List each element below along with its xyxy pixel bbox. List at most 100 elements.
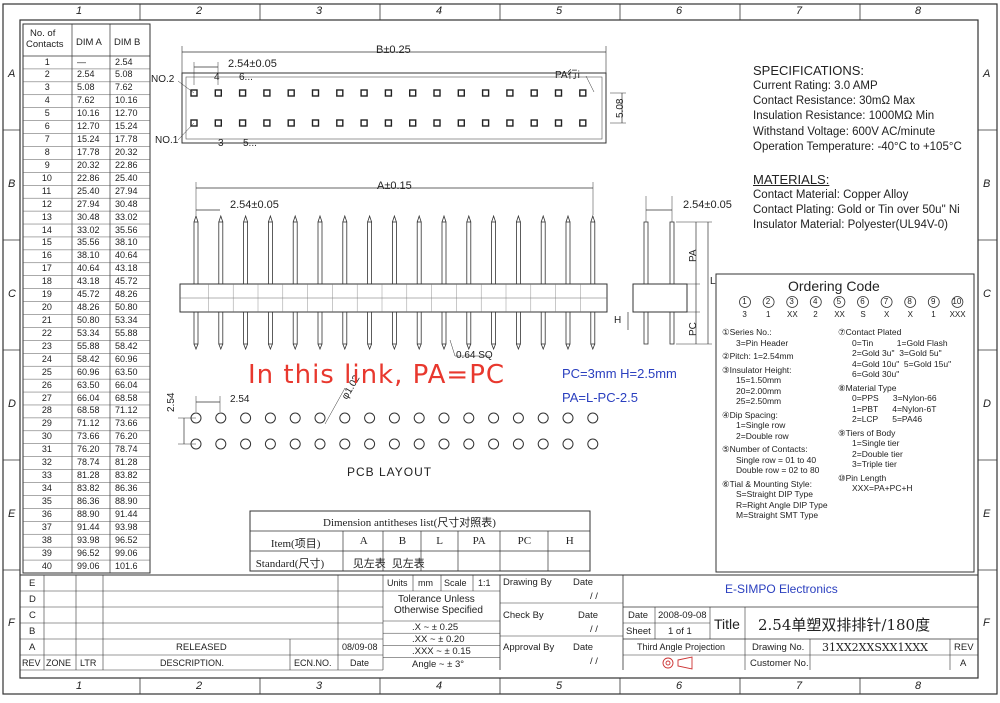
front-pin-tip [268, 343, 273, 351]
contacts-cell-dim-a: 25.40 [77, 185, 100, 196]
top-pin-row1 [409, 119, 417, 127]
contacts-cell-dim-b: 30.48 [115, 198, 138, 209]
contacts-cell-dim-b: 17.78 [115, 134, 138, 145]
top-pin-row1 [530, 119, 538, 127]
pcb-layout-label: PCB LAYOUT [347, 465, 433, 479]
contacts-cell-dim-a: 5.08 [77, 82, 95, 93]
grid-col-top-7: 7 [796, 5, 803, 17]
tb-title-value: 2.54单塑双排排针/180度 [758, 616, 931, 634]
ordering-group-line: Double row = 02 to 80 [736, 465, 820, 475]
ordering-group-line: 2=Double row [736, 430, 789, 441]
grid-row-right-B: B [983, 178, 991, 190]
front-pin-tip [565, 214, 571, 223]
top-view-inner [185, 76, 603, 140]
contacts-cell-dim-a: 93.98 [77, 534, 100, 545]
ordering-value: XX [787, 310, 798, 319]
specifications-title: SPECIFICATIONS: [753, 63, 864, 78]
contacts-cell-dim-b: 33.02 [115, 211, 138, 222]
ordering-group-line: 25=2.50mm [736, 396, 782, 406]
material-line: Contact Material: Copper Alloy [753, 189, 909, 201]
top-pin-row2 [263, 89, 271, 97]
contacts-cell-count: 27 [41, 392, 52, 403]
front-pin-tip [540, 214, 546, 223]
ordering-circle-num: 4 [813, 297, 818, 306]
top-pin-row2 [360, 89, 368, 97]
tb-tolerance-row: .XX ~ ± 0.20 [412, 634, 465, 646]
pcb-hole-row1 [438, 412, 450, 424]
front-pin-tip [590, 214, 596, 223]
ordering-group-head: ⑦Contact Plated [838, 327, 902, 337]
top-pin-row2 [433, 89, 441, 97]
top-pin-row1 [287, 119, 295, 127]
top-pin-row1 [433, 119, 441, 127]
grid-row-right-A: A [983, 68, 991, 80]
ordering-group-line: 1=Single row [736, 420, 786, 430]
ordering-value: 2 [813, 310, 818, 319]
front-pin-bottom [317, 311, 323, 345]
front-pin-bottom [491, 311, 497, 345]
side-pitch-label: 2.54±0.05 [683, 199, 732, 211]
front-pin-tip [441, 214, 447, 223]
ordering-group-line: XXX=PA+PC+H [852, 483, 913, 493]
contacts-cell-dim-a: — [77, 56, 86, 67]
ordering-group-line: Single row = 01 to 40 [736, 454, 817, 465]
top-pin-row1 [384, 119, 393, 127]
contacts-cell-count: 11 [41, 185, 52, 196]
tb-drawing-no-label: Drawing No. [752, 642, 805, 653]
overlay-main-text: In this link, PA=PC [248, 360, 506, 390]
contacts-cell-dim-b: 71.12 [115, 405, 138, 416]
contacts-cell-count: 39 [41, 547, 52, 558]
side-pin-bottom [643, 311, 649, 345]
top-pin-row2 [554, 89, 563, 97]
front-pin-top [342, 221, 348, 285]
pcb-hole-row1 [587, 412, 599, 424]
top-b-label: B±0.25 [376, 44, 411, 56]
ordering-group-line: 2=Gold 3u" 3=Gold 5u" [852, 348, 942, 358]
ordering-value: 1 [931, 310, 936, 319]
leader-hole [324, 387, 346, 425]
front-pin-top [317, 221, 323, 285]
contacts-cell-dim-a: 88.90 [77, 508, 100, 519]
contacts-cell-dim-a: 96.52 [77, 547, 100, 558]
front-pin-bottom [292, 311, 298, 345]
front-pin-bottom [193, 311, 199, 345]
top-pin-row1 [336, 119, 344, 127]
leader-pa [585, 75, 595, 93]
pin4-label: 4 [214, 72, 220, 83]
contacts-cell-dim-b: 63.50 [115, 366, 138, 377]
contacts-cell-dim-b: 99.06 [115, 547, 138, 558]
contacts-cell-count: 32 [41, 457, 52, 468]
front-pin-tip [491, 214, 496, 223]
projection-symbol-cone [677, 656, 693, 670]
front-pin-tip [565, 343, 571, 351]
contacts-cell-dim-b: 25.40 [115, 172, 138, 183]
ordering-group-line: 3=Pin Header [736, 337, 789, 348]
contacts-cell-dim-b: 93.98 [115, 521, 138, 532]
ordering-circle-num: 2 [765, 297, 771, 306]
contacts-cell-dim-b: 60.96 [115, 353, 138, 364]
dim-table-title: Dimension antitheses list(尺寸对照表) [323, 517, 496, 529]
ordering-group-line: 6=Gold 30u" [852, 369, 900, 379]
contacts-table-frame [22, 23, 151, 574]
overlay-note-1: PC=3mm H=2.5mm [562, 366, 677, 381]
tb-date-col-head: Date [350, 658, 370, 668]
contacts-cell-count: 14 [41, 224, 52, 235]
top-pin-row2 [287, 89, 295, 97]
top-pin-row2 [481, 89, 490, 97]
tb-approval-by: Approval By [503, 642, 555, 653]
tb-units: Units [387, 578, 408, 588]
front-view [179, 182, 608, 357]
ordering-group-head: ②Pitch: 1=2.54mm [722, 351, 794, 361]
contacts-cell-dim-b: 43.18 [115, 263, 138, 274]
contacts-cell-dim-b: 88.90 [115, 495, 138, 506]
contacts-cell-dim-b: 22.86 [115, 159, 138, 170]
grid-row-left-C: C [8, 288, 16, 300]
contacts-cell-count: 36 [41, 508, 52, 519]
ordering-circle-num: 9 [931, 297, 936, 306]
tb-rev-label: REV [954, 642, 974, 653]
contacts-cell-count: 6 [44, 121, 50, 132]
tb-company: E-SIMPO Electronics [725, 582, 838, 596]
top-pin-row1 [506, 119, 514, 127]
grid-col-bottom-8: 8 [915, 680, 922, 692]
